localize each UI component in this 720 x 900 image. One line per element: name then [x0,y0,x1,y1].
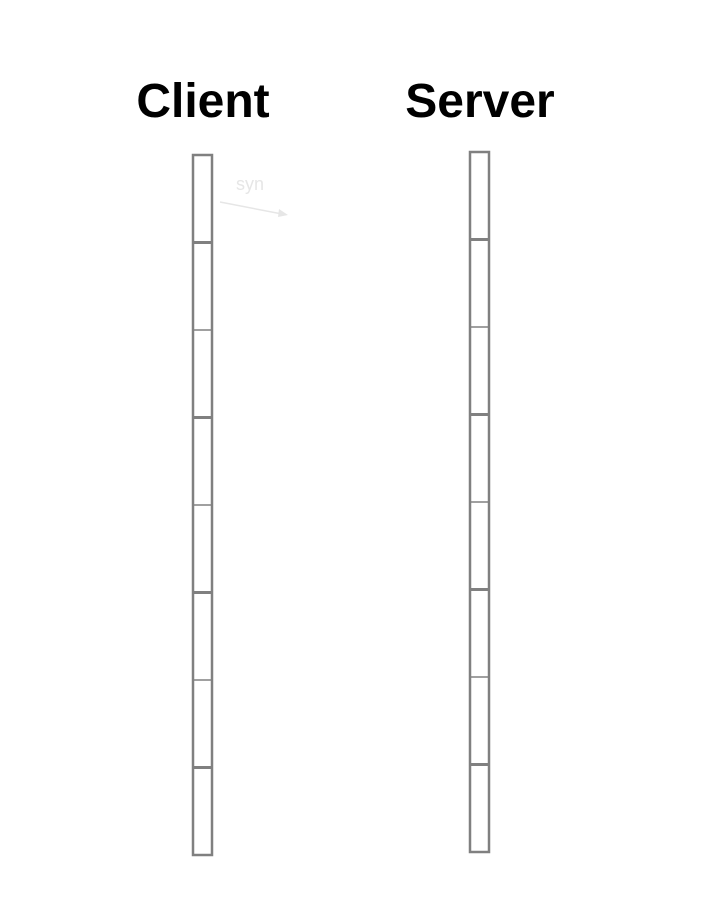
message-syn-label: syn [236,174,264,194]
message-syn-arrow [219,201,283,215]
participant-server-label: Server [405,75,554,128]
server-lifeline [468,150,491,854]
message-syn: syn [219,174,288,217]
client-lifeline [191,153,214,857]
message-syn-arrowhead [278,209,288,217]
participant-client-label: Client [136,75,269,128]
